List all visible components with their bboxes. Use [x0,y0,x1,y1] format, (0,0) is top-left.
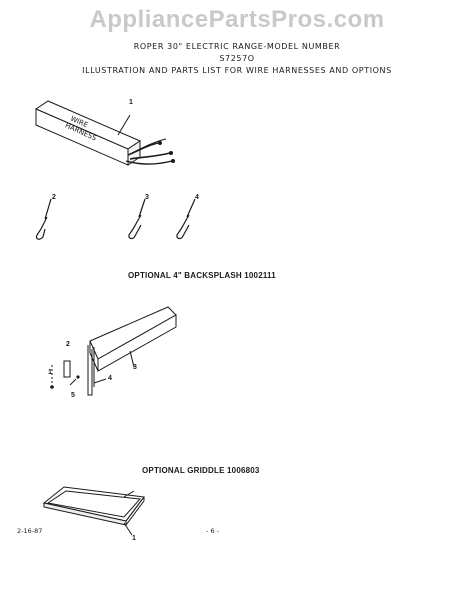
callout-griddle-1: 1 [132,535,136,542]
callout-harness-2: 2 [52,194,56,201]
page-number: - 6 - [206,527,219,535]
backsplash-illustration [50,306,177,396]
griddle-illustration [42,486,145,536]
callout-backsplash-1: 1 [48,369,52,376]
callout-backsplash-4: 4 [108,375,112,382]
wire-terminals-illustration [35,198,196,240]
model-number: S7257O [219,54,255,63]
site-watermark: AppliancePartsPros.com [89,6,385,33]
footer-date: 2-16-87 [17,527,43,535]
callout-harness-3: 3 [145,194,149,201]
illustration-subtitle: ILLUSTRATION AND PARTS LIST FOR WIRE HAR… [82,66,392,75]
callout-backsplash-2: 2 [66,341,70,348]
callout-harness-4: 4 [195,194,199,201]
backsplash-section-title: OPTIONAL 4" BACKSPLASH 1002111 [128,271,276,280]
callout-backsplash-3: 3 [133,364,137,371]
griddle-section-title: OPTIONAL GRIDDLE 1006803 [142,466,260,475]
wire-harness-box-illustration [34,100,175,166]
callout-harness-1: 1 [129,99,133,106]
callout-backsplash-5: 5 [71,392,75,399]
model-title: ROPER 30" ELECTRIC RANGE-MODEL NUMBER [133,42,341,51]
